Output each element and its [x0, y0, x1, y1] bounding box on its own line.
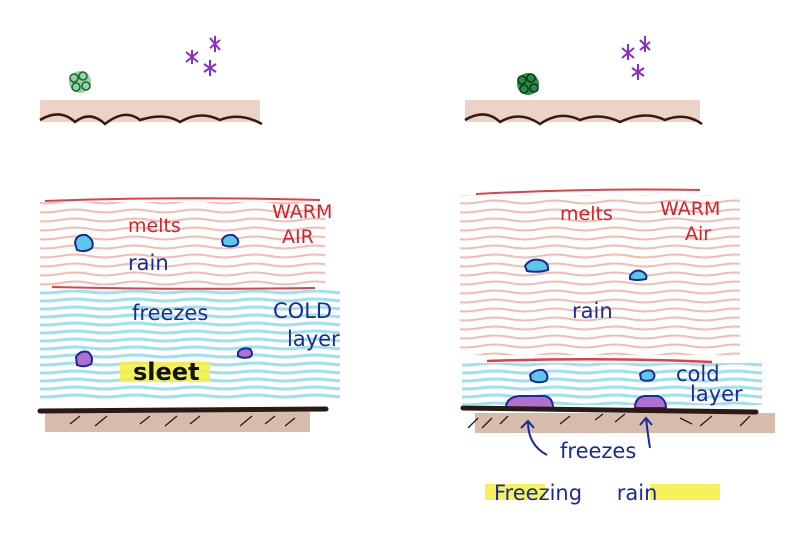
freezes-label: freezes — [560, 439, 636, 463]
rain-label: rain — [128, 251, 169, 275]
rain-label: rain — [572, 299, 613, 323]
graupel-icon — [69, 71, 91, 93]
air-label: AIR — [282, 226, 314, 248]
highlight — [120, 362, 210, 382]
layer-label: layer — [287, 327, 340, 351]
freezing-rain-panel: melts WARM Air rain cold layer freezes F… — [460, 188, 775, 505]
sleet-panel: melts WARM AIR rain freezes COLD layer s… — [37, 197, 340, 432]
cloud-outline — [464, 113, 703, 126]
melts-label: melts — [128, 215, 181, 237]
raindrop-icon — [638, 369, 656, 382]
highlight — [485, 484, 545, 500]
raindrop-icon — [220, 233, 240, 248]
warm-layer — [460, 195, 740, 355]
cold-label: cold — [676, 362, 720, 386]
ice-glaze-icon — [504, 395, 555, 409]
freezes-label: freezes — [132, 301, 208, 325]
ground-hatching — [467, 413, 751, 429]
ground-line — [37, 406, 329, 414]
freezing-rain-label: Freezing rain — [494, 481, 657, 505]
warm-top-line — [44, 197, 321, 202]
raindrop-icon — [523, 258, 550, 273]
melts-label: melts — [560, 203, 613, 225]
air-label: Air — [685, 223, 711, 245]
warm-cold-boundary — [486, 357, 713, 364]
cloud-right — [464, 36, 703, 126]
snowflake-icon — [621, 36, 651, 80]
sleet-label: sleet — [133, 358, 200, 386]
warm-label: WARM — [660, 198, 720, 220]
graupel-icon — [517, 73, 539, 95]
sleet-pellet-icon — [74, 350, 93, 368]
raindrop-icon — [528, 368, 549, 384]
raindrop-icon — [629, 269, 648, 281]
soil — [475, 413, 775, 433]
highlight — [650, 484, 720, 500]
ground-hatching — [69, 415, 296, 427]
ground-line — [460, 405, 759, 415]
snowflake-icon — [185, 36, 221, 76]
ice-glaze-icon — [633, 395, 668, 409]
cold-label: COLD — [273, 299, 332, 323]
warm-label: WARM — [272, 201, 332, 223]
warm-cold-boundary — [51, 286, 316, 290]
layer-label: layer — [690, 382, 743, 406]
soil — [45, 412, 310, 432]
arrow-up-icon — [520, 419, 548, 456]
sleet-pellet-icon — [237, 347, 253, 359]
arrow-up-icon — [639, 416, 653, 449]
cloud-left — [39, 36, 263, 126]
cloud-outline — [39, 113, 263, 126]
raindrop-icon — [73, 233, 94, 253]
warm-top-line — [475, 188, 701, 195]
